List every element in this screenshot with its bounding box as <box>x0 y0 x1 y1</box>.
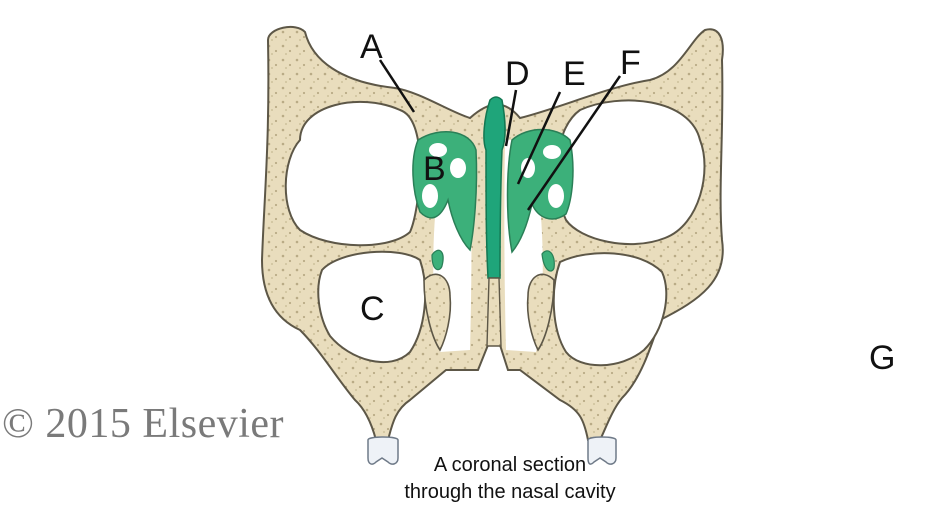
right-tooth <box>587 436 617 465</box>
right-inferior-concha <box>526 273 555 352</box>
left-orbit <box>284 101 421 247</box>
right-orbit <box>555 99 706 246</box>
label-f: F <box>620 44 641 82</box>
leader-line-a <box>378 59 416 113</box>
label-e: E <box>563 55 586 93</box>
left-inferior-concha <box>423 273 452 352</box>
copyright-notice: © 2015 Elsevier <box>2 401 285 447</box>
caption-line-2: through the nasal cavity <box>404 481 616 503</box>
left-maxillary-sinus <box>317 250 427 364</box>
label-g: G <box>869 339 896 377</box>
figure-caption: A coronal section through the nasal cavi… <box>360 452 660 506</box>
nasal-septum <box>483 96 506 347</box>
leader-line-d <box>504 89 518 147</box>
caption-line-1: A coronal section <box>433 454 587 476</box>
label-d: D <box>505 55 530 93</box>
label-a: A <box>360 28 383 66</box>
leader-line-f <box>526 75 622 211</box>
left-ethmoid-mucosa <box>412 131 478 271</box>
label-c: C <box>360 290 385 328</box>
left-tooth <box>367 436 399 465</box>
leader-line-e <box>516 91 562 185</box>
leader-lines <box>378 59 622 211</box>
right-maxillary-sinus <box>552 252 668 367</box>
label-b: B <box>423 150 446 188</box>
